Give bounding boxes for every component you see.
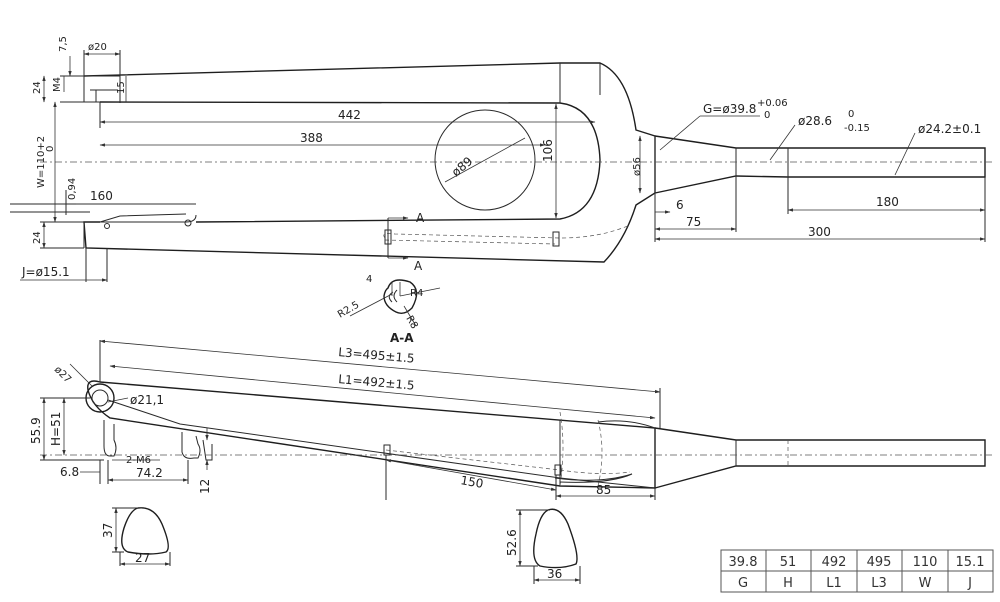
section-mark-a-bottom: A [414,259,423,273]
dim-27: ø27 [52,364,73,385]
profile-2-width: 36 [547,567,562,581]
dim-20: ø20 [88,42,107,53]
section-mark-a-top: A [416,211,425,225]
dim-6: 6 [676,198,684,212]
table-value-j: 15.1 [956,555,985,570]
table-label-w: W [919,576,932,591]
dim-150: 150 [459,473,484,491]
dim-g-tol-up: +0.06 [757,98,788,109]
table-value-h: 51 [780,555,797,570]
size-table: 39.8 51 492 495 110 15.1 G H L1 L3 W J [720,549,994,593]
fork-outline-top [83,62,656,263]
dim-28-6: ø28.6 [798,114,832,128]
dim-sec-r4: R4 [410,288,423,299]
table-label-j: J [967,576,972,591]
table-value-l3: 495 [867,555,892,570]
dim-28-6-tol-up: 0 [848,109,854,120]
dim-388: 388 [300,131,323,145]
profile-1-height: 37 [101,523,115,538]
dim-24-top: 24 [32,81,43,94]
profile-2-height: 52.6 [505,529,519,556]
steerer-tube [654,135,986,194]
dim-w-tol: 0 [45,146,56,152]
dim-24-bottom: 24 [32,231,43,244]
dim-15: 15 [116,81,127,94]
profile-1-width: 27 [135,551,150,565]
dim-89: ø89 [449,154,475,179]
dim-7-5: 7,5 [58,36,69,52]
dim-24-2: ø24.2±0.1 [918,122,981,136]
hub-clearance-circle [434,109,536,211]
dim-442: 442 [338,108,361,122]
table-value-w: 110 [913,555,938,570]
dim-106: 106 [541,139,555,162]
dim-g-tol-down: 0 [764,110,770,121]
fork-blade-side [87,380,656,489]
table-label-h: H [783,576,793,591]
dim-28-6-tol-down: -0.15 [844,123,870,134]
dim-85: 85 [596,483,611,497]
section-a-a: 4 R2.5 R4 R8 A-A [336,274,441,345]
dim-l3: L3=495±1.5 [338,345,415,366]
table-label-g: G [738,576,748,591]
dim-m4: M4 [52,77,63,92]
dim-180: 180 [876,195,899,209]
dropout-eye [85,383,115,413]
table-label-l1: L1 [826,576,842,591]
dim-2-m6: 2-M6 [126,455,151,466]
profile-section-2: 52.6 36 [505,508,581,584]
table-value-g: 39.8 [729,555,758,570]
dim-sec-r2-5: R2.5 [336,300,361,321]
profile-section-1: 37 27 [101,507,171,566]
dim-12: 12 [198,479,212,494]
fork-inner-slot [99,101,601,223]
dim-21-1: ø21,1 [130,393,164,407]
dim-74-2: 74.2 [136,466,163,480]
top-view: A A 442 388 106 ø89 24 M4 7,5 ø20 15 W=1… [10,36,992,282]
dim-j: J=ø15.1 [21,265,70,279]
dim-g: G=ø39.8 [703,102,756,116]
dim-75: 75 [686,215,701,229]
dim-300: 300 [808,225,831,239]
dim-w: W=110+2 [36,136,47,188]
dim-sec-4: 4 [366,274,372,285]
dim-l1: L1=492±1.5 [338,372,415,393]
dim-6-8: 6.8 [60,465,79,479]
dim-sec-r8: R8 [403,314,419,331]
dim-56: ø56 [632,157,643,176]
table-value-l1: 492 [822,555,847,570]
dim-h: H=51 [49,412,63,446]
dim-55-9: 55.9 [29,417,43,444]
table-label-l3: L3 [871,576,887,591]
section-title: A-A [390,331,414,345]
dim-0-94: 0,94 [67,178,78,200]
steerer-side [654,427,986,489]
dim-160: 160 [90,189,113,203]
side-view: L3=495±1.5 L1=492±1.5 ø27 ø21,1 55.9 H=5… [29,339,992,500]
